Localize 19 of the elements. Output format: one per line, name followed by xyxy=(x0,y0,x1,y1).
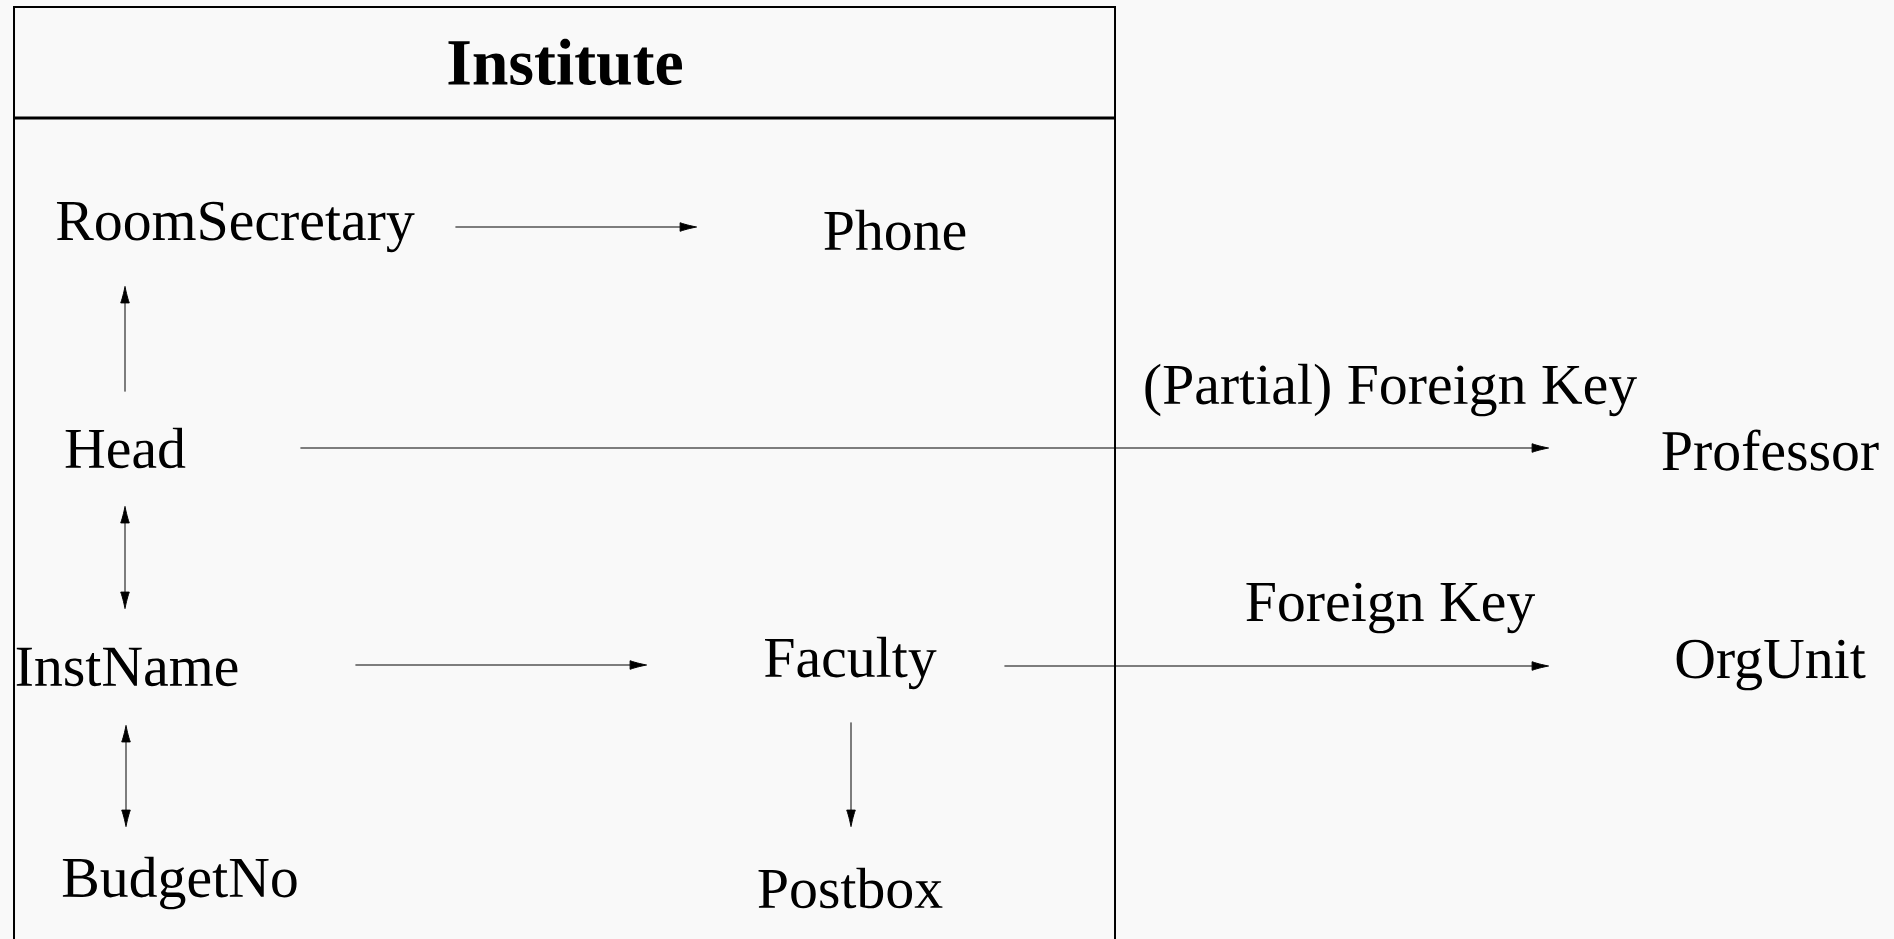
arrow xyxy=(454,222,698,232)
attribute-label: Phone xyxy=(824,209,966,251)
edge-label: Foreign Key xyxy=(1246,582,1536,634)
edge-label: (Partial) Foreign Key xyxy=(1145,363,1637,417)
attribute-label: Faculty xyxy=(765,636,937,690)
arrow xyxy=(299,443,1550,453)
arrow xyxy=(846,721,856,828)
attribute-label: Head xyxy=(65,427,186,469)
arrow xyxy=(354,660,648,670)
arrow xyxy=(121,724,131,828)
arrow xyxy=(120,505,130,610)
attribute-label: Professor xyxy=(1662,429,1879,471)
attribute-label: OrgUnit xyxy=(1676,639,1866,691)
attribute-label: Postbox xyxy=(758,867,943,909)
attribute-label: BudgetNo xyxy=(62,856,297,910)
arrow xyxy=(1003,661,1550,671)
attribute-label: InstName xyxy=(16,647,238,687)
arrow xyxy=(120,285,130,393)
attribute-label: RoomSecretary xyxy=(56,201,415,253)
